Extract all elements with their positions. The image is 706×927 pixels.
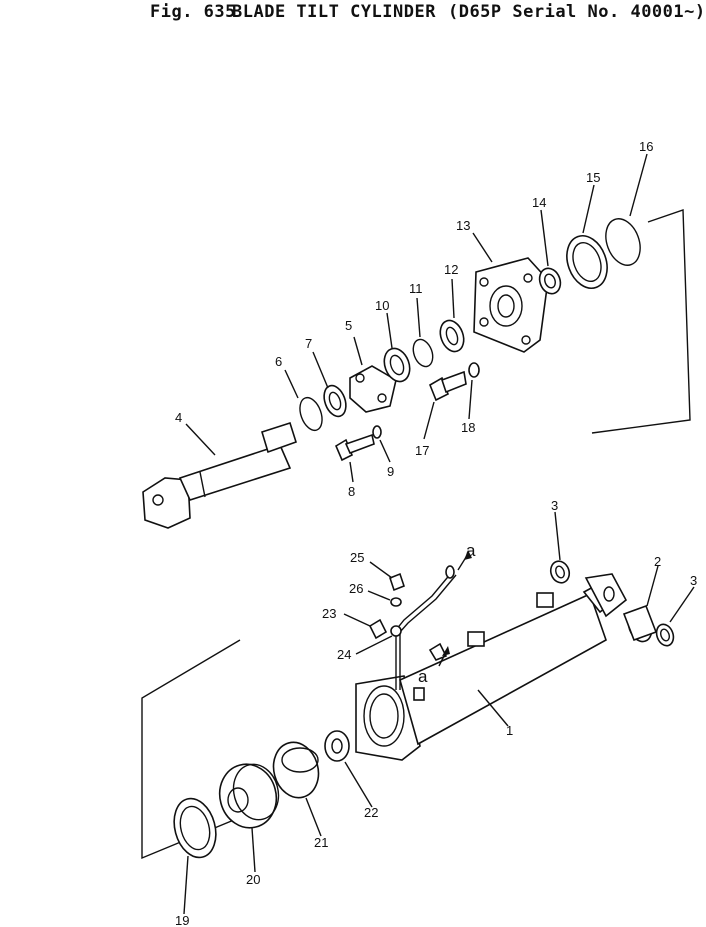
dust-seal-3-top — [549, 560, 571, 584]
seal-15 — [566, 235, 608, 289]
callout-18: 18 — [461, 420, 475, 435]
serial-range: (D65P Serial No. 40001~) — [447, 2, 706, 22]
figure-title: Fig. 635BLADE TILT CYLINDER (D65P Serial … — [150, 2, 705, 22]
callout-9: 9 — [387, 464, 394, 479]
callout-5: 5 — [345, 318, 352, 333]
callout-23: 23 — [322, 606, 336, 621]
callout-20: 20 — [246, 872, 260, 887]
assembly-name: BLADE TILT CYLINDER — [232, 2, 436, 22]
wear-ring-19 — [173, 797, 217, 859]
bushing-2 — [622, 604, 658, 643]
callout-7: 7 — [305, 336, 312, 351]
callout-17: 17 — [415, 443, 429, 458]
callout-19: 19 — [175, 913, 189, 927]
callout-11: 11 — [409, 281, 423, 296]
bushing-12 — [439, 319, 465, 353]
leader-lines — [183, 153, 695, 915]
callout-22: 22 — [364, 805, 378, 820]
callout-6: 6 — [275, 354, 282, 369]
callout-25: 25 — [350, 550, 364, 565]
nut-22 — [324, 730, 350, 762]
callout-13: 13 — [456, 218, 470, 233]
piston-20 — [218, 763, 280, 829]
packing-10 — [383, 347, 411, 383]
callout-10: 10 — [375, 298, 389, 313]
callout-24: 24 — [337, 647, 351, 662]
callout-21: 21 — [314, 835, 328, 850]
bolt-17 — [429, 370, 467, 402]
piston-rod — [142, 421, 297, 529]
cylinder-tube-1 — [355, 573, 628, 761]
bracket-line-upper — [591, 209, 691, 434]
washer-9 — [372, 425, 382, 439]
callout-1: 1 — [506, 723, 513, 738]
o-ring-6 — [299, 396, 323, 432]
callout-2: 2 — [654, 554, 661, 569]
cylinder-head-13 — [473, 257, 549, 353]
o-ring-11 — [412, 338, 434, 368]
bushing-7 — [323, 384, 347, 418]
dust-seal-3-right — [655, 623, 675, 647]
connection-mark-a-lower: a — [418, 667, 428, 686]
bushing-14 — [538, 267, 562, 295]
piston-ring-21 — [272, 741, 320, 799]
callout-3-right: 3 — [690, 573, 697, 588]
callout-4: 4 — [175, 410, 182, 425]
callout-12: 12 — [444, 262, 458, 277]
callout-3-top: 3 — [551, 498, 558, 513]
callout-8: 8 — [348, 484, 355, 499]
washer-18 — [468, 362, 480, 378]
callout-15: 15 — [586, 170, 600, 185]
retainer-plate-5 — [349, 365, 397, 413]
bolt-8 — [334, 433, 375, 462]
o-ring-16 — [605, 218, 641, 266]
figure-number: Fig. 635 — [150, 2, 236, 22]
connection-mark-a-upper: a — [466, 541, 476, 560]
callout-16: 16 — [639, 139, 653, 154]
callout-26: 26 — [349, 581, 363, 596]
callout-14: 14 — [532, 195, 546, 210]
